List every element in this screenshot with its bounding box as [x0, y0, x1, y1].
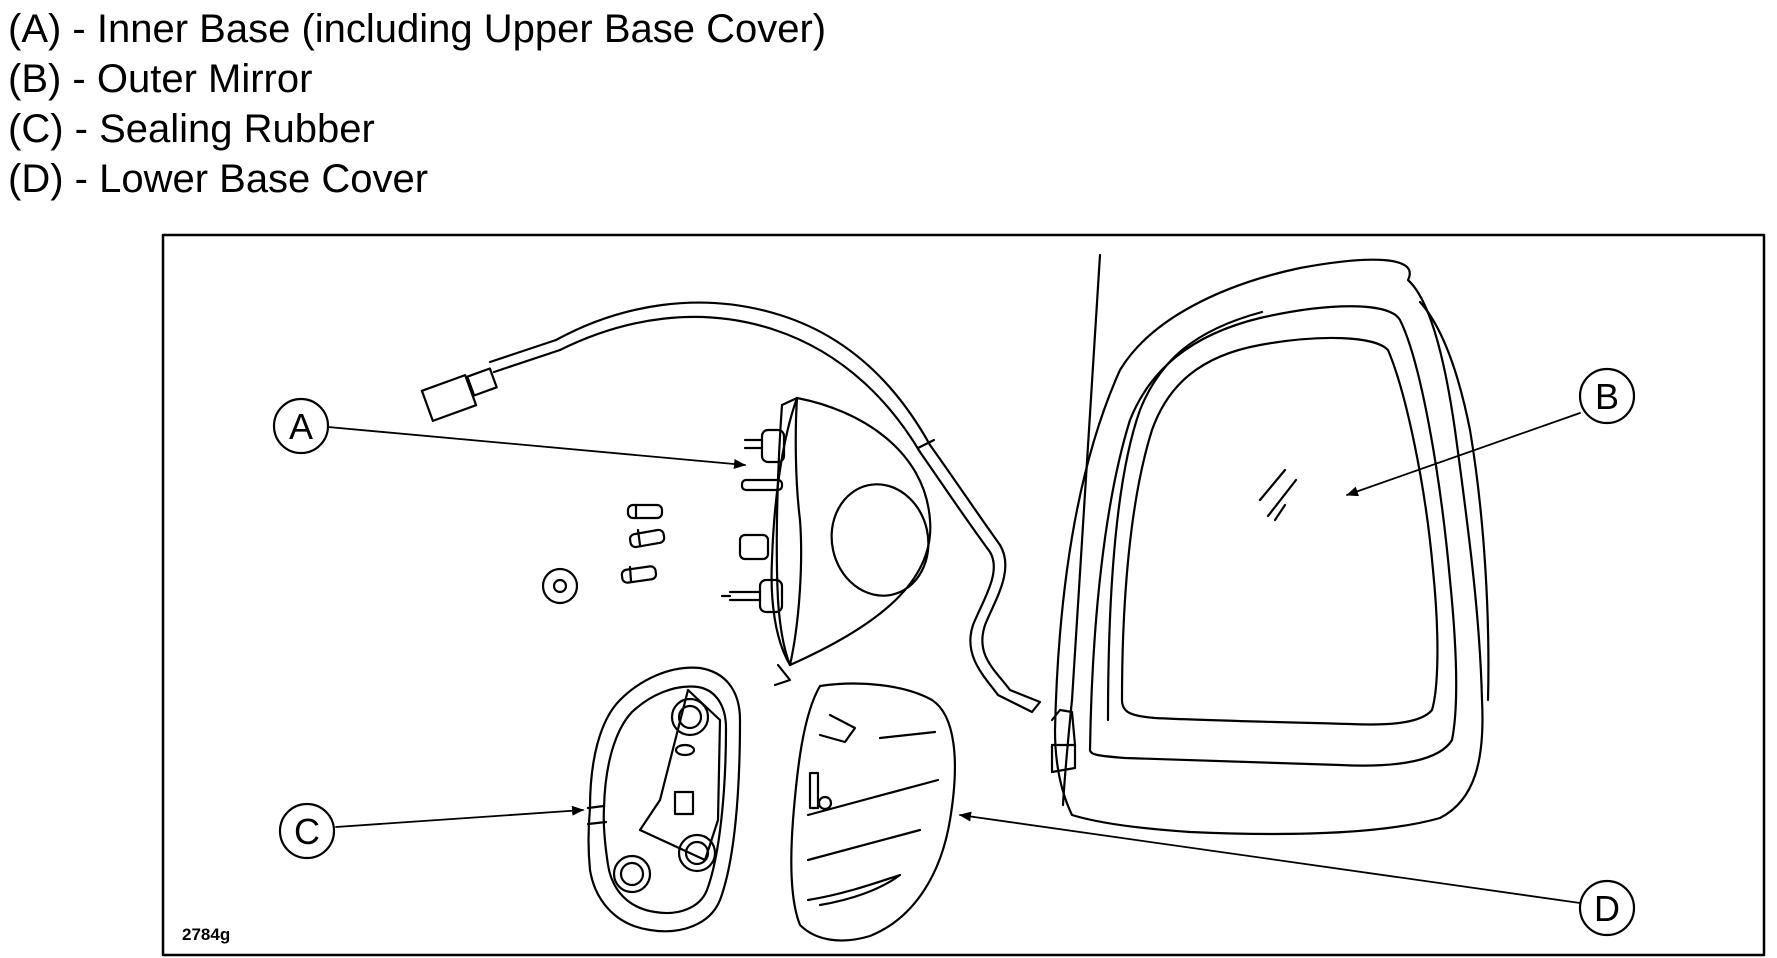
callout-a: A [272, 397, 330, 455]
connector-plug [420, 373, 478, 423]
leader-b [1346, 412, 1581, 497]
callout-leaders [327, 412, 1581, 904]
leader-d [959, 811, 1581, 904]
inner-base-boss [830, 483, 930, 597]
sealing-rubber [586, 666, 742, 933]
diagram-frame [161, 233, 1766, 957]
legend-item-a: (A) - Inner Base (including Upper Base C… [8, 7, 827, 51]
callout-c: C [278, 802, 336, 860]
inner-base [720, 396, 932, 687]
leader-c [335, 805, 584, 828]
wiring-harness [420, 301, 1042, 714]
callout-b: B [1578, 367, 1636, 425]
figure-id: 2784g [182, 925, 230, 944]
screws-and-washer [541, 503, 666, 605]
outer-mirror [1050, 253, 1490, 836]
legend-item-d: (D) - Lower Base Cover [8, 157, 429, 201]
legend: (A) - Inner Base (including Upper Base C… [8, 4, 826, 204]
callout-label-c: C [294, 811, 320, 852]
callout-label-a: A [289, 406, 313, 447]
callout-label-b: B [1595, 376, 1619, 417]
callout-label-d: D [1594, 888, 1620, 929]
legend-item-b: (B) - Outer Mirror [8, 57, 313, 101]
legend-item-c: (C) - Sealing Rubber [8, 107, 375, 151]
leader-a [327, 426, 746, 469]
washer [541, 567, 579, 605]
callout-d: D [1578, 879, 1636, 937]
lower-base-cover [790, 682, 956, 942]
